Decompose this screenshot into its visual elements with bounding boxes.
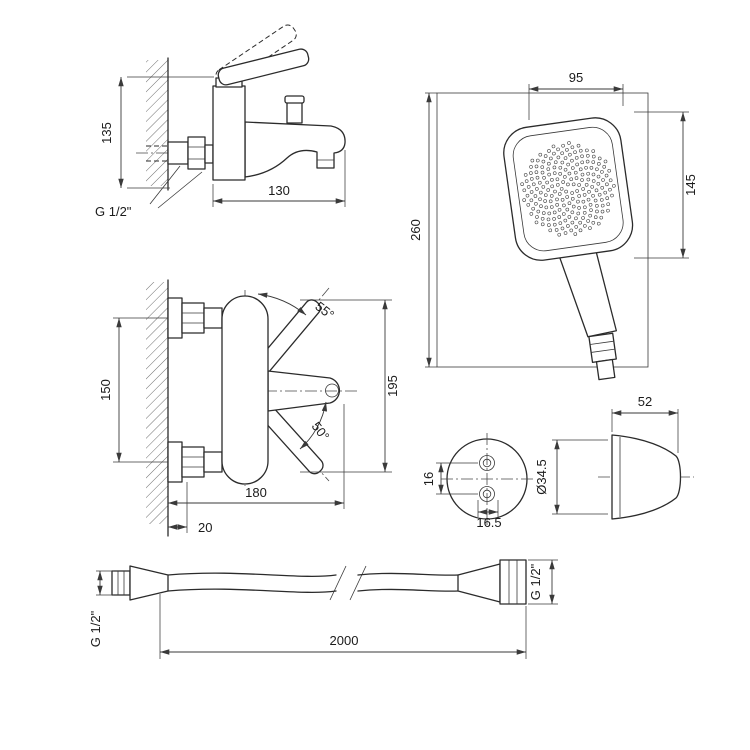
hose-left-cone xyxy=(129,565,169,601)
hose-view: G 1/2" G 1/2" 2000 xyxy=(88,559,558,659)
spout-front xyxy=(267,370,341,412)
holder-cup xyxy=(611,434,682,520)
hand-shower-view: 95 145 260 xyxy=(408,70,698,381)
bracket-view: 16 16.5 xyxy=(421,433,533,530)
front-dim-centers-label: 150 xyxy=(98,379,113,401)
front-dim-height-label: 195 xyxy=(385,375,400,397)
hose-dim-length-label: 2000 xyxy=(330,633,359,648)
arc-55 xyxy=(257,292,307,316)
bracket-dim-offset-label: 16.5 xyxy=(476,515,501,530)
front-dim-width-label: 180 xyxy=(245,485,267,500)
handle-lever xyxy=(217,48,310,86)
front-view: 55° 50° 150 195 180 20 xyxy=(98,279,400,537)
shower-dim-width-label: 95 xyxy=(569,70,583,85)
shower-nipple xyxy=(595,358,616,381)
shower-handle xyxy=(558,251,618,338)
hose-break-line xyxy=(329,565,347,601)
wall-hatch-front xyxy=(146,282,168,524)
shower-dim-length-label: 260 xyxy=(408,219,423,241)
eccentric-connector xyxy=(167,141,189,165)
bracket-dim-spacing-label: 16 xyxy=(421,472,436,486)
hose-thread-left-label: G 1/2" xyxy=(88,610,103,647)
diverter-knob xyxy=(286,100,303,124)
hex-nut xyxy=(187,136,206,170)
front-dim-offset-label: 20 xyxy=(198,520,212,535)
side-view: 135 130 G 1/2" xyxy=(95,24,346,219)
hose-right-nut xyxy=(499,559,527,605)
hex-nut-top xyxy=(181,302,205,334)
hex-nut-bottom xyxy=(181,446,205,478)
shower-face-dots xyxy=(520,141,616,237)
shower-head-face xyxy=(503,117,634,261)
mixer-body-front xyxy=(221,295,269,485)
bracket-hole-upper xyxy=(479,455,495,471)
hose-left-nut xyxy=(111,570,131,596)
hand-shower xyxy=(503,117,634,381)
holder-view: 52 Ø34.5 xyxy=(534,394,694,520)
spout xyxy=(244,121,346,178)
side-thread-label: G 1/2" xyxy=(95,204,132,219)
shower-dim-face-label: 145 xyxy=(683,174,698,196)
holder-dim-depth-label: 52 xyxy=(638,394,652,409)
faucet-body xyxy=(212,85,246,181)
wall-hatch xyxy=(146,60,168,186)
front-angle-lower-label: 50° xyxy=(309,419,333,444)
shower-bounding-outline xyxy=(436,92,649,368)
shower-connector xyxy=(588,332,617,364)
side-dim-reach-label: 130 xyxy=(268,183,290,198)
side-dim-height-label: 135 xyxy=(99,122,114,144)
bracket-hole-lower xyxy=(479,486,495,502)
hose-thread-right-label: G 1/2" xyxy=(528,563,543,600)
hose-break-line xyxy=(349,565,367,601)
holder-dim-diameter-label: Ø34.5 xyxy=(534,459,549,494)
arc-50 xyxy=(299,401,328,450)
hose-right-cone xyxy=(457,563,501,603)
